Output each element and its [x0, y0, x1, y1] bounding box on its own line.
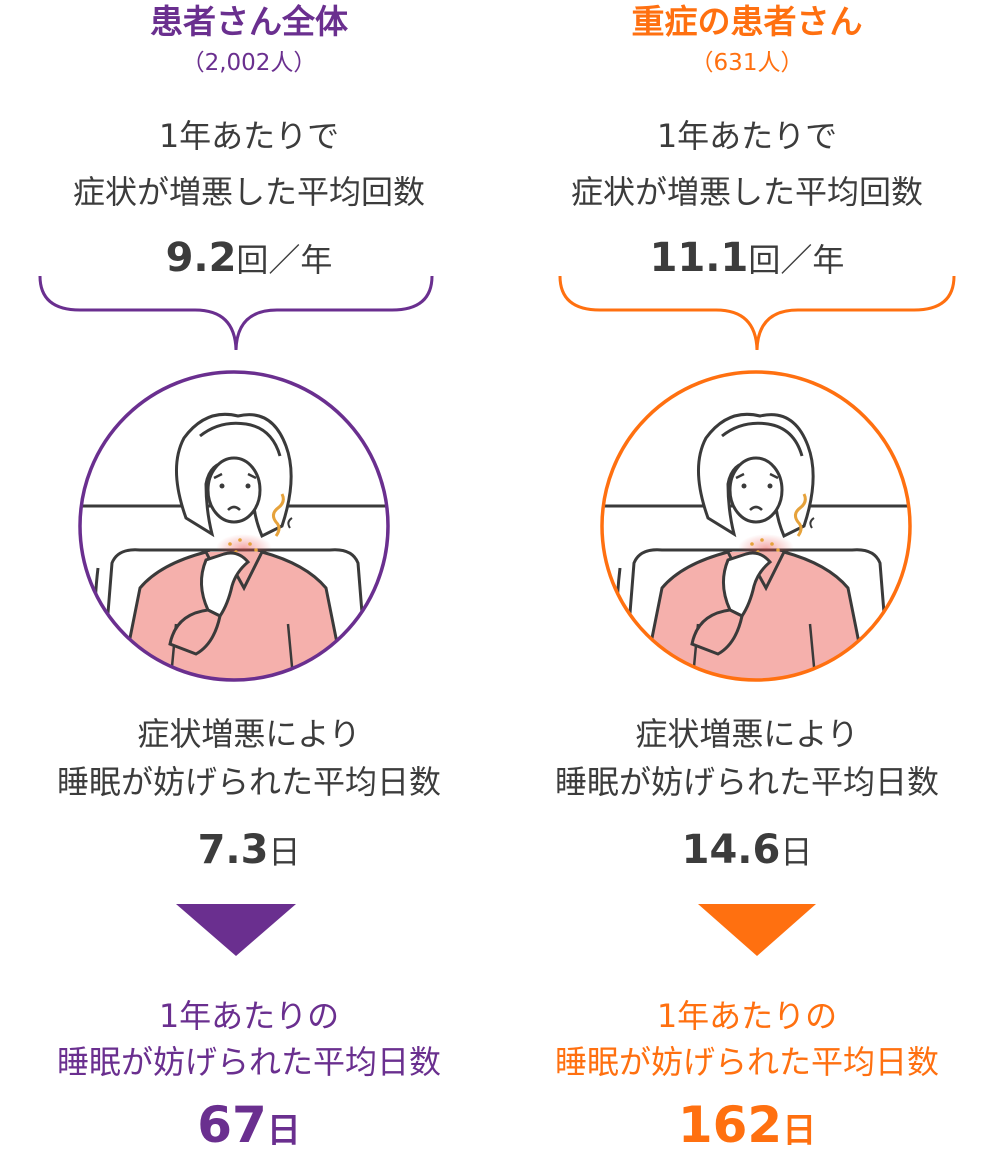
annual-label-line1: 1年あたりの — [656, 997, 838, 1035]
annual-label-line2: 睡眠が妨げられた平均日数 — [56, 1043, 441, 1081]
sleep-label-line2: 睡眠が妨げられた平均日数 — [554, 763, 939, 801]
sleep-value: 14.6 — [681, 827, 781, 873]
curly-brace — [38, 275, 434, 351]
group-severe-patients: 重症の患者さん （631人） 1年あたりで 症状が増悪した平均回数 11.1回／… — [498, 0, 996, 1156]
sleep-label-line1: 症状増悪により — [635, 715, 859, 753]
group-all-patients: 患者さん全体 （2,002人） 1年あたりで 症状が増悪した平均回数 9.2回／… — [0, 2, 498, 1154]
annual-value: 162 — [677, 1096, 783, 1154]
annual-unit: 日 — [266, 1111, 301, 1151]
frequency-label-line1: 1年あたりで — [158, 117, 340, 155]
sleep-value: 7.3 — [197, 827, 269, 873]
group-title: 重症の患者さん — [631, 2, 863, 41]
person-in-bed-icon — [602, 372, 910, 680]
sleep-label-line2: 睡眠が妨げられた平均日数 — [56, 763, 441, 801]
annual-value: 67 — [197, 1096, 267, 1154]
frequency-label-line2: 症状が増悪した平均回数 — [72, 173, 425, 211]
patient-illustration — [600, 370, 912, 682]
frequency-unit: 回／年 — [748, 241, 845, 279]
annual-value-row: 67日 — [0, 1096, 498, 1154]
annual-value-row: 162日 — [498, 1096, 996, 1154]
curly-brace — [558, 275, 956, 351]
sleep-unit: 日 — [268, 833, 301, 871]
group-patient-count: （2,002人） — [181, 50, 317, 76]
sleep-unit: 日 — [780, 833, 813, 871]
frequency-unit: 回／年 — [236, 241, 333, 279]
sleep-label-line1: 症状増悪により — [137, 715, 361, 753]
sleep-value-row: 14.6日 — [498, 826, 996, 874]
down-arrow-icon — [176, 904, 296, 956]
frequency-value: 9.2 — [165, 235, 237, 281]
annual-unit: 日 — [782, 1111, 817, 1151]
frequency-value-row: 9.2回／年 — [0, 234, 498, 282]
person-in-bed-icon — [80, 372, 388, 680]
frequency-label-line1: 1年あたりで — [656, 117, 838, 155]
sleep-value-row: 7.3日 — [0, 826, 498, 874]
group-title: 患者さん全体 — [150, 2, 348, 41]
frequency-value: 11.1 — [649, 235, 749, 281]
down-arrow-icon — [698, 904, 816, 956]
annual-label-line1: 1年あたりの — [158, 997, 340, 1035]
patient-illustration — [78, 370, 390, 682]
frequency-label-line2: 症状が増悪した平均回数 — [570, 173, 923, 211]
frequency-value-row: 11.1回／年 — [498, 234, 996, 282]
group-patient-count: （631人） — [690, 50, 804, 76]
annual-label-line2: 睡眠が妨げられた平均日数 — [554, 1043, 939, 1081]
